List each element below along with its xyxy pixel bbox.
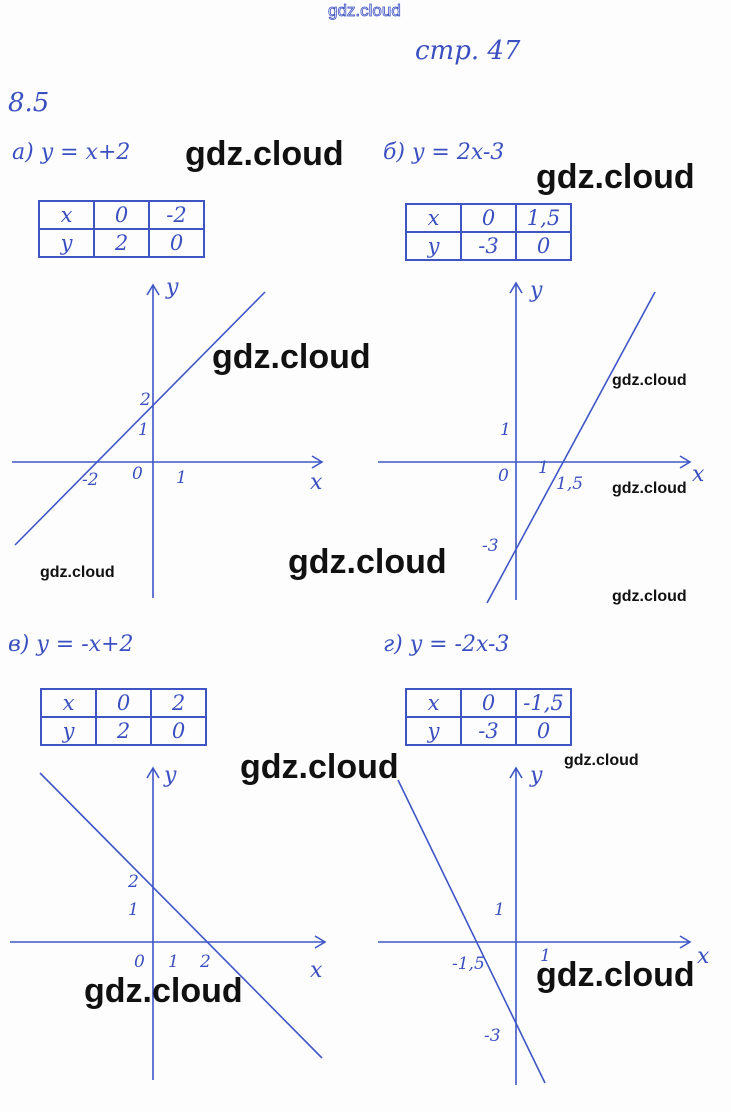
table-cell: 0 xyxy=(515,231,572,261)
y-axis-arrow-icon xyxy=(146,283,160,296)
tick-label: 1 xyxy=(168,952,179,972)
watermark: gdz.cloud xyxy=(612,372,687,389)
table-cell: y xyxy=(38,228,95,258)
tick-label: -2 xyxy=(82,470,99,490)
table-cell: 2 xyxy=(150,688,207,718)
tick-label: 1 xyxy=(500,420,511,440)
x-axis-arrow-icon xyxy=(314,935,327,949)
table-cell: -1,5 xyxy=(515,688,572,718)
table-cell: 1,5 xyxy=(515,203,572,233)
table-cell: 2 xyxy=(93,228,150,258)
x-axis-arrow-icon xyxy=(311,455,324,469)
tick-label: 1 xyxy=(128,900,139,920)
table-cell: -2 xyxy=(148,200,205,230)
watermark: gdz.cloud xyxy=(84,972,243,1010)
tick-label: 2 xyxy=(140,390,151,410)
tick-label: 0 xyxy=(134,952,145,972)
table-cell: -3 xyxy=(460,231,517,261)
watermark: gdz.cloud xyxy=(536,956,695,994)
part-equation: в) y = -x+2 xyxy=(8,632,134,657)
x-axis-label: x xyxy=(697,944,710,969)
tick-label: 2 xyxy=(128,872,139,892)
table-cell: 0 xyxy=(95,688,152,718)
watermark: gdz.cloud xyxy=(40,564,115,581)
table-cell: y xyxy=(405,716,462,746)
x-axis-label: x xyxy=(310,958,323,983)
watermark: gdz.cloud xyxy=(240,748,399,786)
tick-label: 0 xyxy=(132,464,143,484)
table-cell: 0 xyxy=(460,203,517,233)
exercise-number: 8.5 xyxy=(8,88,50,118)
x-axis-label: x xyxy=(310,470,323,495)
y-axis-label: y xyxy=(164,763,177,788)
part-equation: а) y = x+2 xyxy=(12,140,131,165)
y-axis-label: y xyxy=(530,278,543,303)
y-axis-arrow-icon xyxy=(146,766,160,779)
table-cell: -3 xyxy=(460,716,517,746)
watermark: gdz.cloud xyxy=(185,135,344,173)
watermark: gdz.cloud xyxy=(612,480,687,497)
tick-label: 1 xyxy=(540,946,551,966)
watermark: gdz.cloud xyxy=(212,338,371,376)
table-cell: 2 xyxy=(95,716,152,746)
table-cell: x xyxy=(405,203,462,233)
tick-label: 1 xyxy=(538,458,549,478)
table-cell: 0 xyxy=(460,688,517,718)
watermark: gdz.cloud xyxy=(536,158,695,196)
tick-label: 1 xyxy=(494,900,505,920)
tick-label: 1 xyxy=(138,420,149,440)
table-cell: x xyxy=(405,688,462,718)
part-equation: г) y = -2x-3 xyxy=(383,632,510,657)
table-cell: 0 xyxy=(150,716,207,746)
page-number: стр. 47 xyxy=(415,36,521,66)
tick-label: -1,5 xyxy=(452,954,485,974)
tick-label: 1,5 xyxy=(556,474,584,494)
tick-label: -3 xyxy=(484,1026,501,1046)
watermark: gdz.cloud xyxy=(564,752,639,769)
tick-label: 0 xyxy=(498,466,509,486)
tick-label: -3 xyxy=(482,536,499,556)
function-graph-line xyxy=(486,291,656,604)
y-axis-arrow-icon xyxy=(509,766,523,779)
tick-label: 2 xyxy=(200,952,211,972)
site-header: gdz.cloud xyxy=(328,1,402,21)
function-graph-line xyxy=(39,772,323,1059)
watermark: gdz.cloud xyxy=(612,588,687,605)
x-axis-arrow-icon xyxy=(679,935,692,949)
y-axis-arrow-icon xyxy=(509,281,523,294)
x-axis-arrow-icon xyxy=(679,455,692,469)
y-axis-label: y xyxy=(530,763,543,788)
table-cell: 0 xyxy=(148,228,205,258)
table-cell: x xyxy=(40,688,97,718)
table-cell: 0 xyxy=(93,200,150,230)
function-graph-line xyxy=(397,779,546,1084)
y-axis-label: y xyxy=(166,275,179,300)
table-cell: 0 xyxy=(515,716,572,746)
tick-label: 1 xyxy=(176,468,187,488)
table-cell: y xyxy=(40,716,97,746)
table-cell: x xyxy=(38,200,95,230)
watermark: gdz.cloud xyxy=(288,543,447,581)
x-axis-label: x xyxy=(692,462,705,487)
table-cell: y xyxy=(405,231,462,261)
part-equation: б) y = 2x-3 xyxy=(383,140,505,165)
function-graph-line xyxy=(14,291,266,546)
